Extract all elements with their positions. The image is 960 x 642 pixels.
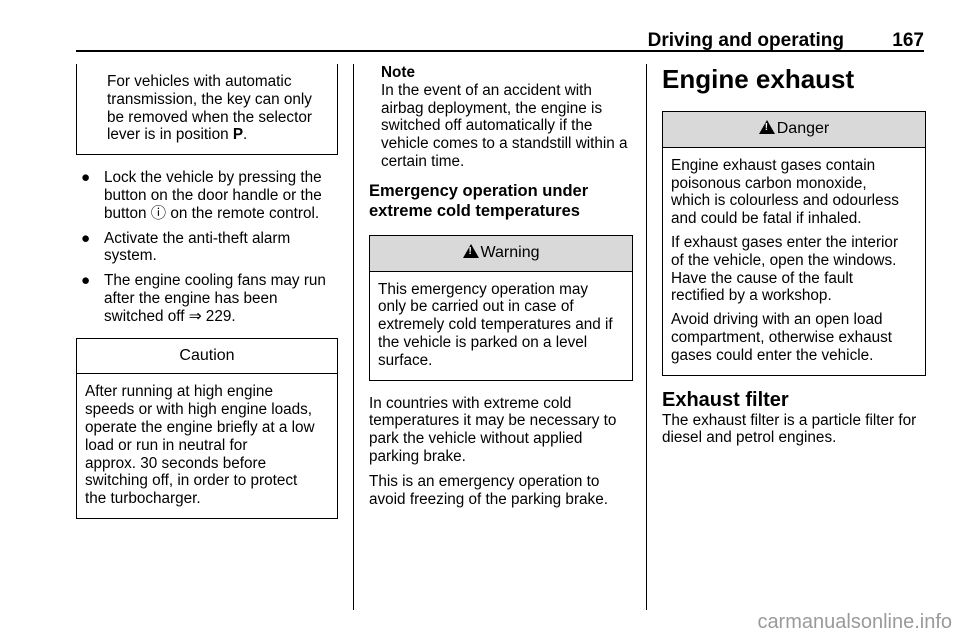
main-heading: Engine exhaust xyxy=(662,64,855,94)
text-line: be removed when the selector xyxy=(107,108,312,126)
danger-title: Danger xyxy=(776,120,830,137)
note-title: Note xyxy=(381,64,415,81)
text-line: load or run in neutral for xyxy=(85,436,248,454)
list-item: ● Lock the vehicle by pressing the butto… xyxy=(76,169,338,222)
text-line: gases could enter the vehicle. xyxy=(671,346,874,364)
text-line: and could be fatal if inhaled. xyxy=(671,210,862,228)
column-3: Engine exhaust Danger Engine exhaust gas… xyxy=(662,64,926,447)
caution-body: After running at high engine speeds or w… xyxy=(77,374,337,518)
text-line: switched off automatically if the xyxy=(381,117,593,135)
text-line: Engine exhaust gases contain xyxy=(671,156,876,174)
text-line: extremely cold temperatures and if xyxy=(378,316,613,334)
text-line: Lock the vehicle by pressing the xyxy=(104,169,322,187)
text-line: operate the engine briefly at a low xyxy=(85,418,315,436)
list-item: ● Activate the anti-theft alarm system. xyxy=(76,230,338,266)
danger-header: Danger xyxy=(663,112,925,148)
text-line: the turbocharger. xyxy=(85,490,201,508)
continued-note-box: For vehicles with automatic transmission… xyxy=(76,64,338,156)
paragraph: In countries with extreme cold temperatu… xyxy=(369,395,633,466)
text-line: avoid freezing of the parking brake. xyxy=(369,490,608,508)
heading-line: Emergency operation under xyxy=(369,181,589,200)
text-line: approx. 30 seconds before xyxy=(85,454,267,472)
text-line: button on the door handle or the xyxy=(104,186,322,204)
list-item: ● The engine cooling fans may run after … xyxy=(76,272,338,325)
text-line: of the vehicle, open the windows. xyxy=(671,251,897,269)
watermark: carmanualsonline.info xyxy=(757,611,952,633)
text-line: transmission, the key can only xyxy=(107,90,312,108)
text-line: parking brake. xyxy=(369,447,466,465)
paragraph: This is an emergency operation to avoid … xyxy=(369,473,633,509)
warning-body: This emergency operation may only be car… xyxy=(370,272,632,380)
note-block: Note In the event of an accident with ai… xyxy=(369,64,633,171)
column-divider xyxy=(353,64,354,610)
danger-box: Danger Engine exhaust gases contain pois… xyxy=(662,111,926,376)
danger-body: Engine exhaust gases contain poisonous c… xyxy=(663,148,925,375)
heading-line: extreme cold temperatures xyxy=(369,201,580,220)
text-line: The exhaust filter is a particle filter … xyxy=(662,411,917,429)
paragraph: The exhaust filter is a particle filter … xyxy=(662,412,926,448)
subheading: Exhaust filter xyxy=(662,388,789,411)
caution-box: Caution After running at high engine spe… xyxy=(76,337,338,519)
text-line: In countries with extreme cold xyxy=(369,394,572,412)
text-line: The engine cooling fans may run xyxy=(104,272,326,290)
text-line: certain time. xyxy=(381,152,465,170)
text-line: which is colourless and odourless xyxy=(671,192,899,210)
text-line: after the engine has been xyxy=(104,289,278,307)
text-line: switching off, in order to protect xyxy=(85,472,298,490)
text-line: park the vehicle without applied xyxy=(369,430,583,448)
text-line: rectified by a workshop. xyxy=(671,287,832,305)
paragraph: If exhaust gases enter the interior of t… xyxy=(671,234,917,305)
column-2: Note In the event of an accident with ai… xyxy=(369,64,633,515)
text-line: button ⓘ on the remote control. xyxy=(104,204,320,222)
text-line: Activate the anti-theft alarm xyxy=(104,229,291,247)
text-line: Have the cause of the fault xyxy=(671,269,853,287)
text-span: . xyxy=(243,126,248,144)
warning-header: Warning xyxy=(370,235,632,272)
text-line: diesel and petrol engines. xyxy=(662,429,837,447)
warning-title: Warning xyxy=(480,243,540,261)
text-span: lever is in position xyxy=(107,126,233,144)
text-line: only be carried out in case of xyxy=(378,298,574,316)
warning-icon xyxy=(462,243,479,258)
text-line: system. xyxy=(104,247,157,265)
text-line: This emergency operation may xyxy=(378,280,589,298)
text-line: the vehicle is parked on a level xyxy=(378,333,588,351)
text-line: airbag deployment, the engine is xyxy=(381,99,603,117)
text-line: compartment, otherwise exhaust xyxy=(671,328,893,346)
bullet-list: ● Lock the vehicle by pressing the butto… xyxy=(76,169,338,325)
bullet-icon: ● xyxy=(81,169,91,187)
paragraph: Avoid driving with an open load compartm… xyxy=(671,311,917,364)
column-divider xyxy=(646,64,647,610)
text-line: Avoid driving with an open load xyxy=(671,311,883,329)
caution-title: Caution xyxy=(77,339,337,375)
text-line: This is an emergency operation to xyxy=(369,472,600,490)
page-number: 167 xyxy=(892,30,924,51)
text-line: temperatures it may be necessary to xyxy=(369,412,617,430)
page-reference[interactable]: switched off ⇒ 229. xyxy=(104,307,236,325)
text-line: For vehicles with automatic xyxy=(107,73,292,90)
bullet-icon: ● xyxy=(81,229,91,247)
warning-icon xyxy=(758,120,775,134)
text-line: poisonous carbon monoxide, xyxy=(671,174,867,192)
text-line: lever is in position P. xyxy=(107,126,327,144)
paragraph: Engine exhaust gases contain poisonous c… xyxy=(671,157,917,228)
text-line: In the event of an accident with xyxy=(381,81,592,99)
position-label: P xyxy=(232,126,244,144)
text-line: speeds or with high engine loads, xyxy=(85,401,313,419)
bullet-icon: ● xyxy=(81,272,91,290)
text-line: If exhaust gases enter the interior xyxy=(671,233,899,251)
section-heading: Emergency operation under extreme cold t… xyxy=(369,181,633,221)
text-line: After running at high engine xyxy=(85,383,273,401)
section-title: Driving and operating xyxy=(647,30,844,51)
column-1: For vehicles with automatic transmission… xyxy=(76,64,338,519)
warning-box: Warning This emergency operation may onl… xyxy=(369,234,633,381)
page-header: Driving and operating 167 xyxy=(76,28,924,52)
text-line: vehicle comes to a standstill within a xyxy=(381,135,628,153)
text-line: surface. xyxy=(378,351,433,369)
